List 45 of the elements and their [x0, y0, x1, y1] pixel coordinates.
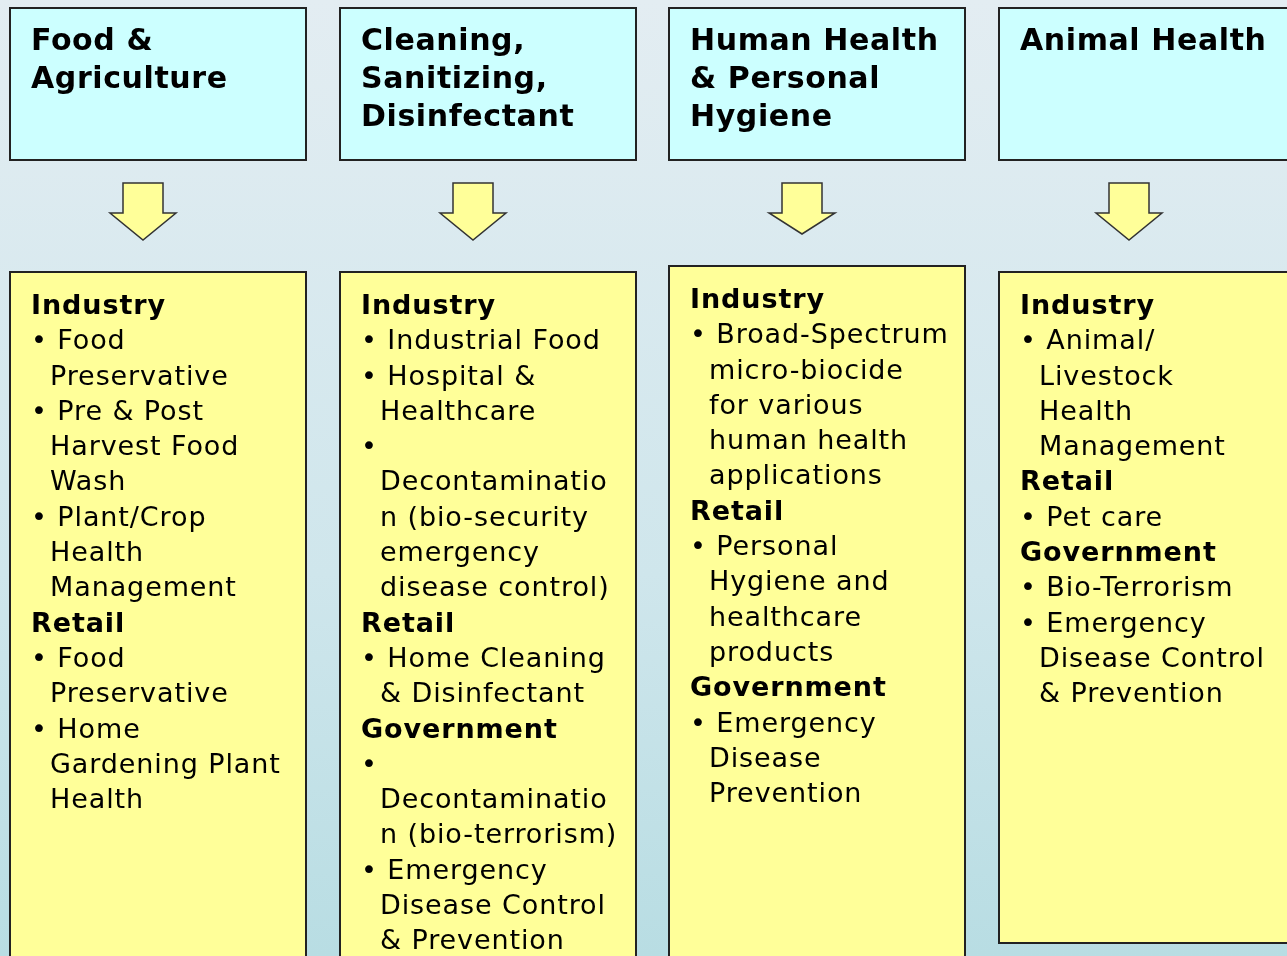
- section-heading: Retail: [31, 605, 127, 640]
- list-item: • Food Preservative: [31, 323, 230, 393]
- list-item: • Bio-Terrorism: [1020, 570, 1235, 605]
- list-item: • Pet care: [1020, 499, 1165, 534]
- section-heading: Government: [361, 711, 559, 746]
- list-item: • Emergency Disease Control & Prevention: [361, 852, 607, 956]
- category-title: Cleaning, Sanitizing, Disinfectant: [361, 21, 576, 135]
- category-panel: [668, 265, 966, 956]
- category-panel: [339, 271, 637, 956]
- category-header-box: [339, 7, 637, 161]
- category-title: Animal Health: [1020, 21, 1268, 59]
- section-heading: Industry: [361, 288, 497, 322]
- section-heading: Retail: [1020, 464, 1116, 499]
- section-heading: Industry: [31, 288, 167, 322]
- list-item: • Home Cleaning & Disinfectant: [361, 640, 607, 711]
- category-title: Food & Agriculture: [31, 21, 229, 97]
- list-item: • Broad-Spectrum micro-biocide for various human health applications: [690, 317, 950, 493]
- category-header-box: [9, 7, 307, 161]
- category-title: Human Health & Personal Hygiene: [690, 21, 940, 135]
- list-item: • Emergency Disease Control & Prevention: [1020, 605, 1266, 711]
- block-arrow: [766, 182, 838, 235]
- section-heading: Government: [1020, 535, 1218, 570]
- section-heading: Retail: [690, 493, 786, 528]
- section-heading: Retail: [361, 605, 457, 640]
- list-item: • Home Gardening Plant Health: [31, 711, 282, 817]
- category-header-box: [998, 7, 1287, 161]
- list-item: • Hospital & Healthcare: [361, 358, 538, 428]
- block-arrow: [107, 182, 179, 241]
- list-item: • Pre & Post Harvest Food Wash: [31, 393, 241, 499]
- list-item: • Animal/ Livestock Health Management: [1020, 323, 1227, 464]
- section-heading: Industry: [1020, 288, 1156, 322]
- category-panel: [9, 271, 307, 956]
- category-panel: [998, 271, 1287, 944]
- list-item: • Food Preservative: [31, 640, 230, 711]
- list-item: • Plant/Crop Health Management: [31, 499, 238, 605]
- list-item: • Decontamination (bio-terrorism): [361, 746, 619, 852]
- list-item: • Industrial Food: [361, 323, 602, 358]
- list-item: • Emergency Disease Prevention: [690, 705, 878, 811]
- category-header-box: [668, 7, 966, 161]
- section-heading: Government: [690, 670, 888, 705]
- block-arrow: [437, 182, 509, 241]
- list-item: • Decontamination (bio-security emergency disease control): [361, 429, 611, 605]
- section-heading: Industry: [690, 282, 826, 316]
- list-item: • Personal Hygiene and healthcare products: [690, 529, 891, 669]
- block-arrow: [1093, 182, 1165, 241]
